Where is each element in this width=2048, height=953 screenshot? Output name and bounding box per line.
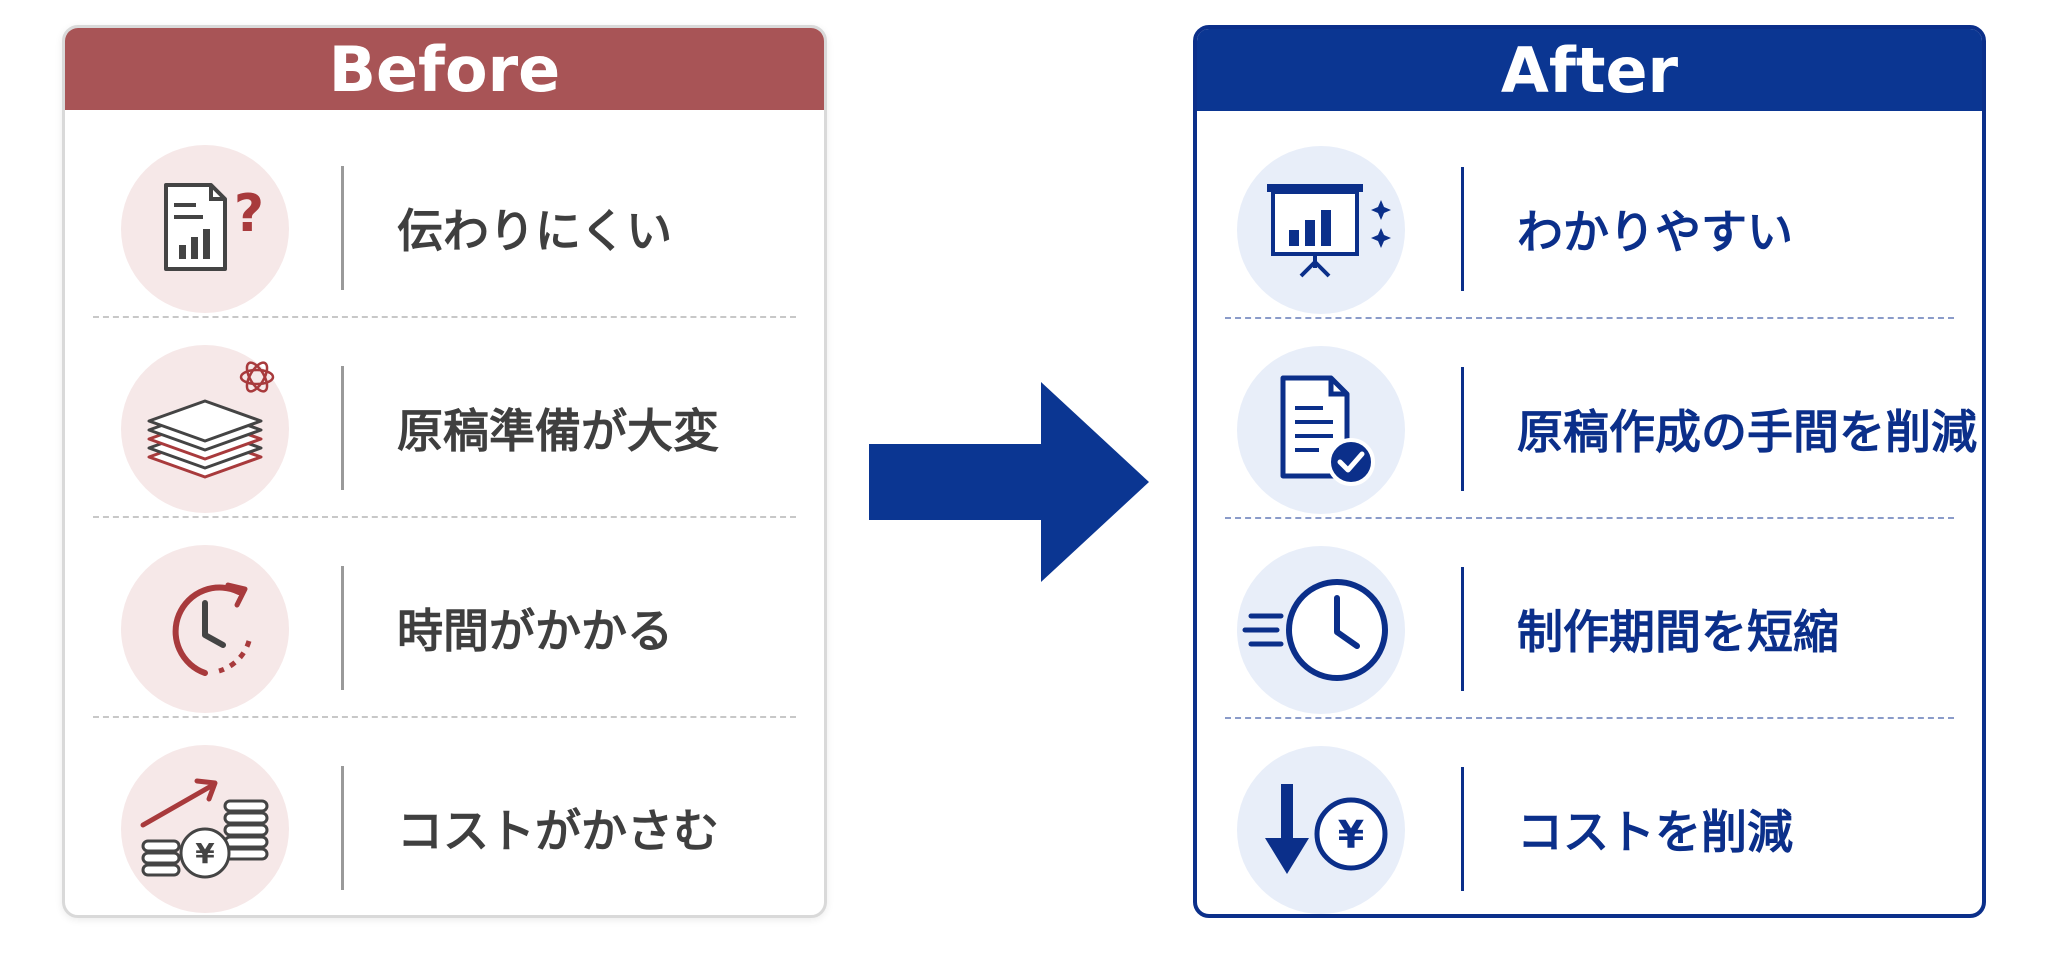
after-item-label: コストを削減 xyxy=(1517,805,1793,859)
after-item-label: 制作期間を短縮 xyxy=(1517,605,1839,659)
separator-line xyxy=(1461,367,1464,491)
row-divider xyxy=(93,316,796,318)
row-divider xyxy=(1225,717,1954,719)
separator-line xyxy=(1461,167,1464,291)
separator-line xyxy=(341,566,344,690)
separator-line xyxy=(1461,567,1464,691)
separator-line xyxy=(341,766,344,890)
row-divider xyxy=(1225,517,1954,519)
after-panel: After わかりやすい xyxy=(1193,25,1986,918)
svg-text:¥: ¥ xyxy=(1338,813,1364,857)
before-item-4: ¥ コストがかさむ xyxy=(65,728,824,915)
cost-down-yen-icon: ¥ xyxy=(1237,746,1405,914)
before-item-1: ? 伝わりにくい xyxy=(65,128,824,328)
before-item-label: 時間がかかる xyxy=(397,604,673,658)
after-item-2: 原稿作成の手間を削減 xyxy=(1197,329,1982,529)
after-item-1: わかりやすい xyxy=(1197,129,1982,329)
separator-line xyxy=(1461,767,1464,891)
row-divider xyxy=(93,716,796,718)
after-header: After xyxy=(1197,29,1982,111)
separator-line xyxy=(341,166,344,290)
after-item-label: わかりやすい xyxy=(1517,205,1793,259)
before-item-label: 伝わりにくい xyxy=(397,204,673,258)
after-item-3: 制作期間を短縮 xyxy=(1197,529,1982,729)
row-divider xyxy=(1225,317,1954,319)
row-divider xyxy=(93,516,796,518)
document-chart-question-icon: ? xyxy=(121,145,289,313)
clock-arrow-icon xyxy=(121,545,289,713)
before-header: Before xyxy=(65,28,824,110)
svg-text:?: ? xyxy=(234,184,264,244)
svg-text:¥: ¥ xyxy=(195,837,215,870)
separator-line xyxy=(341,366,344,490)
document-check-icon xyxy=(1237,346,1405,514)
rising-cost-coins-icon: ¥ xyxy=(121,745,289,913)
fast-clock-icon xyxy=(1237,546,1405,714)
after-item-label: 原稿作成の手間を削減 xyxy=(1517,405,1977,459)
before-panel: Before ? 伝わりにくい xyxy=(62,25,827,918)
arrow-right-icon xyxy=(869,382,1149,582)
before-item-3: 時間がかかる xyxy=(65,528,824,728)
after-item-4: ¥ コストを削減 xyxy=(1197,729,1982,914)
before-item-label: 原稿準備が大変 xyxy=(397,404,719,458)
before-item-label: コストがかさむ xyxy=(397,804,719,858)
before-item-2: 原稿準備が大変 xyxy=(65,328,824,528)
presentation-chart-icon xyxy=(1237,146,1405,314)
paper-stack-icon xyxy=(121,345,289,513)
